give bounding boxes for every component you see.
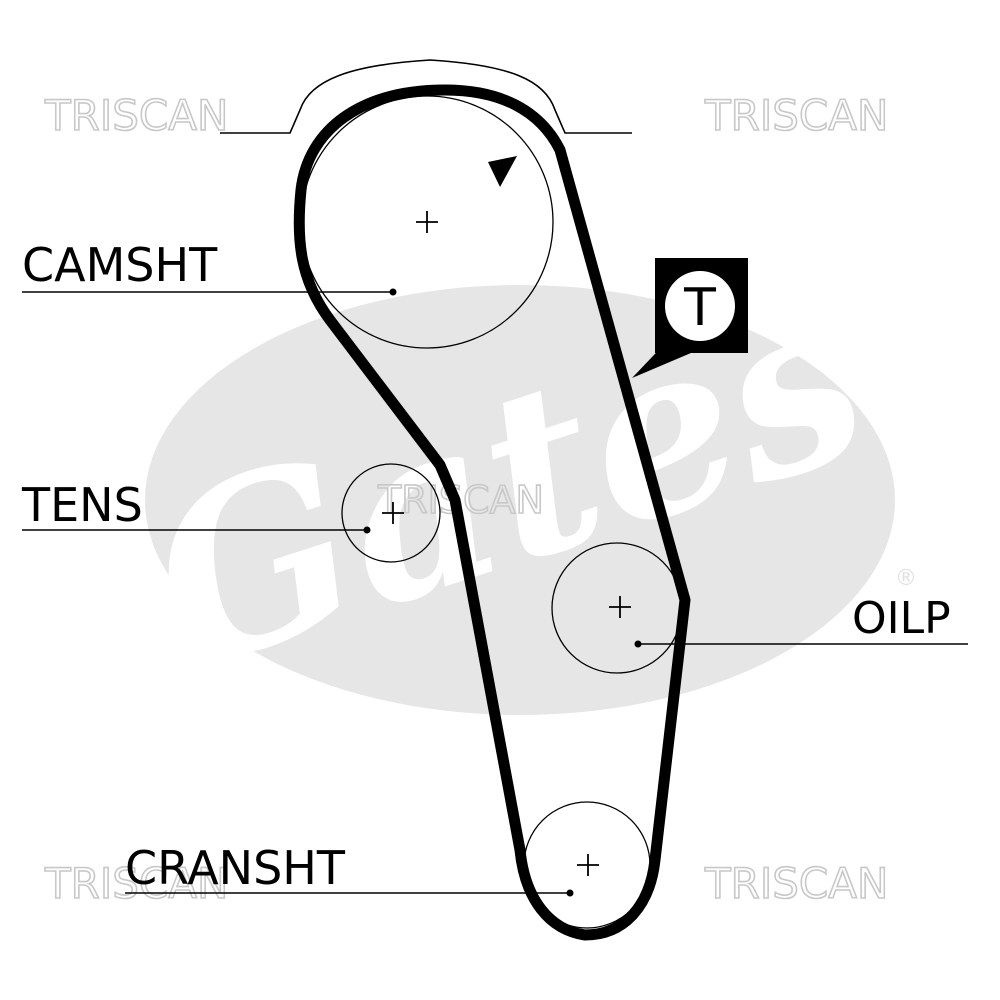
oil-pump-leader-dot [634, 640, 642, 648]
camshaft-center-cross [416, 211, 438, 233]
tension-marker-pointer [632, 336, 698, 378]
crankshaft-center-cross [577, 854, 599, 876]
tensioner-center-cross [382, 502, 404, 524]
brand-logo-oval [145, 285, 895, 715]
brand-logo: Gates ® [120, 241, 917, 723]
brand-logo-registered-mark: ® [895, 566, 917, 591]
crankshaft-callout: CRANSHT [125, 841, 574, 897]
rotation-direction-arrow [488, 156, 517, 187]
tensioner-pulley [341, 463, 441, 563]
camshaft-callout: CAMSHT [22, 238, 397, 296]
camshaft-leader-dot [389, 288, 397, 296]
watermark-bottom-left: TRISCAN [44, 859, 228, 908]
tension-marker-circle [665, 271, 735, 341]
watermark-top-right: TRISCAN [704, 91, 888, 140]
camshaft-label: CAMSHT [22, 238, 218, 292]
watermark-top-left: TRISCAN [44, 91, 228, 140]
crankshaft-label: CRANSHT [125, 841, 346, 895]
watermark-bottom-right: TRISCAN [704, 859, 888, 908]
cover-outline [220, 59, 632, 134]
oil-pump-callout: OILP [634, 593, 968, 648]
timing-belt [293, 84, 691, 941]
tensioner-callout: TENS [21, 478, 371, 534]
tensioner-label: TENS [21, 478, 143, 532]
tensioner-leader-dot [363, 526, 371, 534]
crankshaft-leader-dot [566, 889, 574, 897]
tension-marker-letter: T [683, 278, 716, 338]
oil-pump-center-cross [609, 596, 631, 618]
tension-marker-badge: T [632, 258, 748, 378]
oil-pump-label: OILP [852, 593, 951, 644]
